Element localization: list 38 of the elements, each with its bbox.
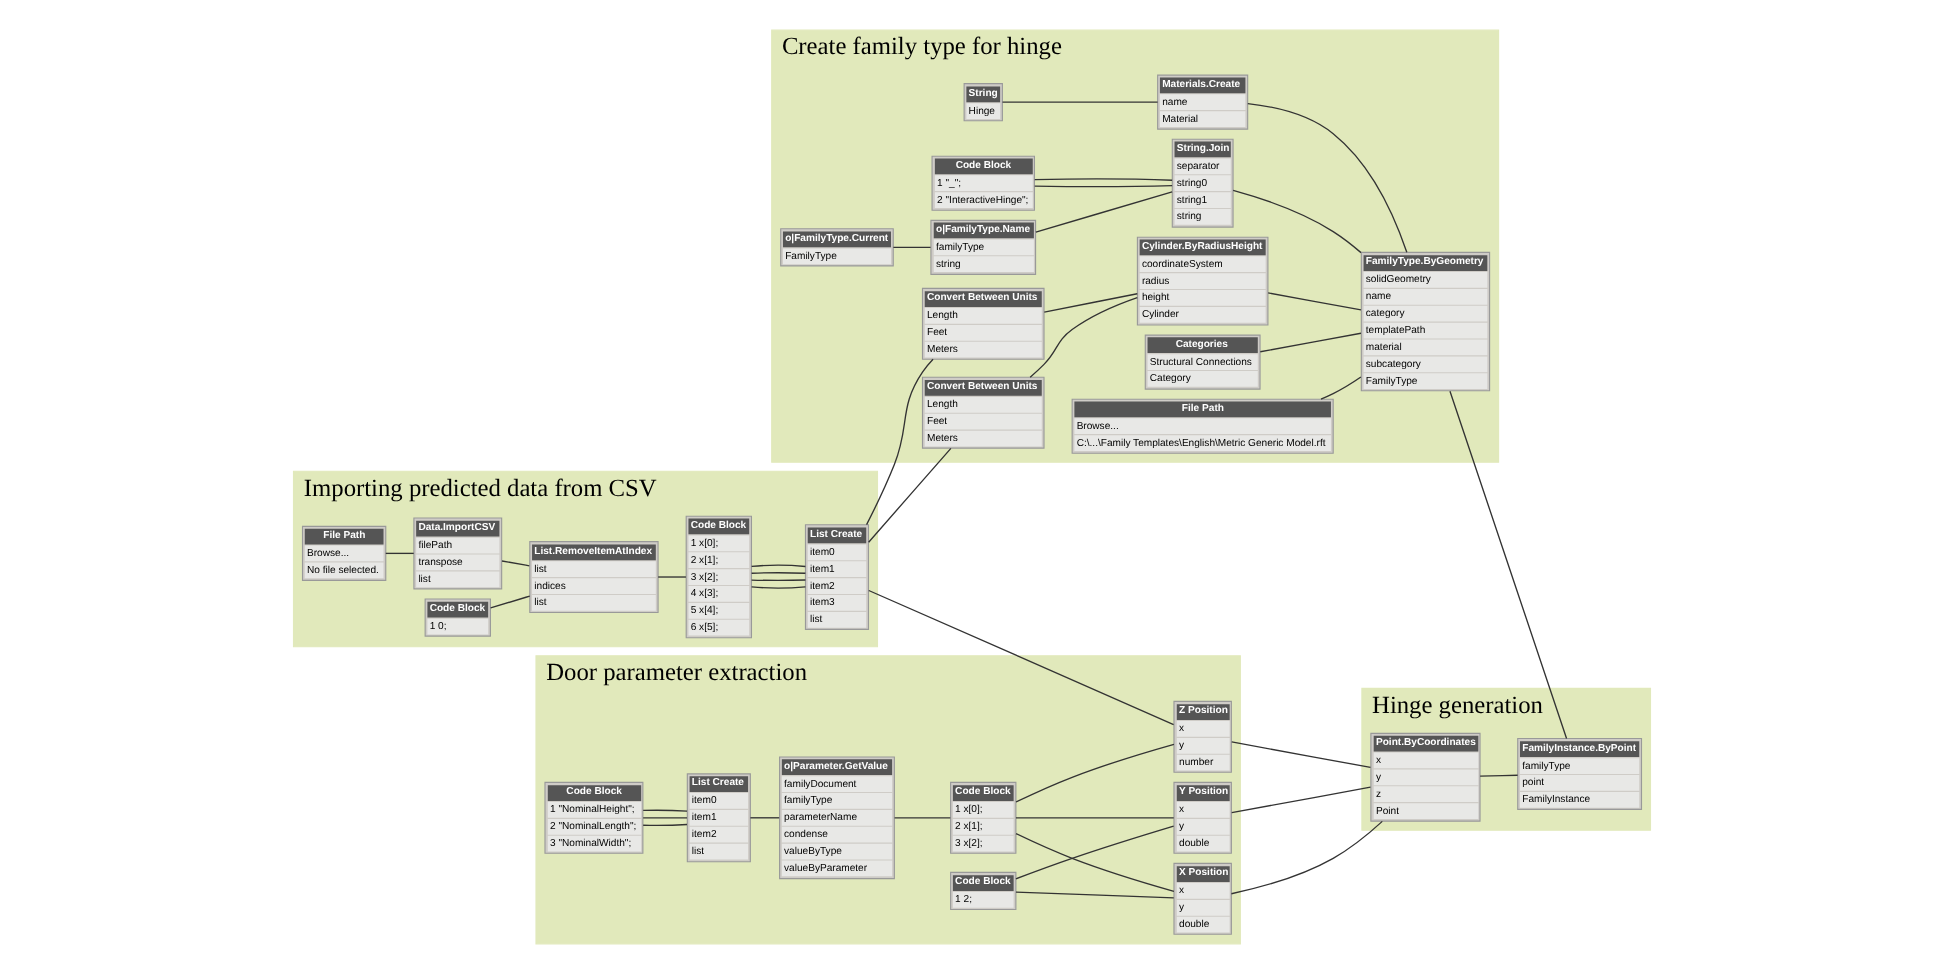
- connector: [1448, 390, 1567, 740]
- connector: [500, 560, 529, 567]
- connector: [656, 576, 686, 578]
- connector: [866, 447, 951, 543]
- connector: [1014, 817, 1174, 819]
- connector: [1014, 825, 1174, 880]
- connector: [1042, 293, 1137, 313]
- connector: [641, 817, 687, 819]
- connector: [1028, 296, 1137, 378]
- connector: [1000, 101, 1158, 103]
- connector: [749, 564, 806, 568]
- connector: [749, 586, 806, 589]
- connector: [488, 595, 530, 609]
- connector: [384, 552, 414, 555]
- connector: [1014, 832, 1174, 892]
- connector: [891, 246, 931, 248]
- connector: [1034, 191, 1172, 233]
- connector: [1033, 184, 1172, 188]
- connector: [748, 817, 779, 819]
- connector: [641, 823, 687, 827]
- connector: [864, 358, 933, 526]
- connector: [1246, 102, 1407, 253]
- connector: [1014, 891, 1174, 899]
- connector: [1266, 292, 1361, 311]
- connector: [892, 817, 950, 819]
- connector: [1258, 332, 1361, 353]
- connector: [1229, 820, 1382, 895]
- connector: [1231, 189, 1361, 254]
- connector: [1230, 786, 1371, 814]
- connector: [1478, 774, 1518, 777]
- connector: [867, 589, 1174, 726]
- connector: [1230, 741, 1371, 769]
- connector: [1319, 376, 1361, 400]
- connector: [749, 572, 806, 574]
- connector: [1033, 178, 1172, 181]
- connector: [641, 809, 687, 812]
- connector: [1014, 743, 1174, 803]
- connector: [749, 579, 806, 582]
